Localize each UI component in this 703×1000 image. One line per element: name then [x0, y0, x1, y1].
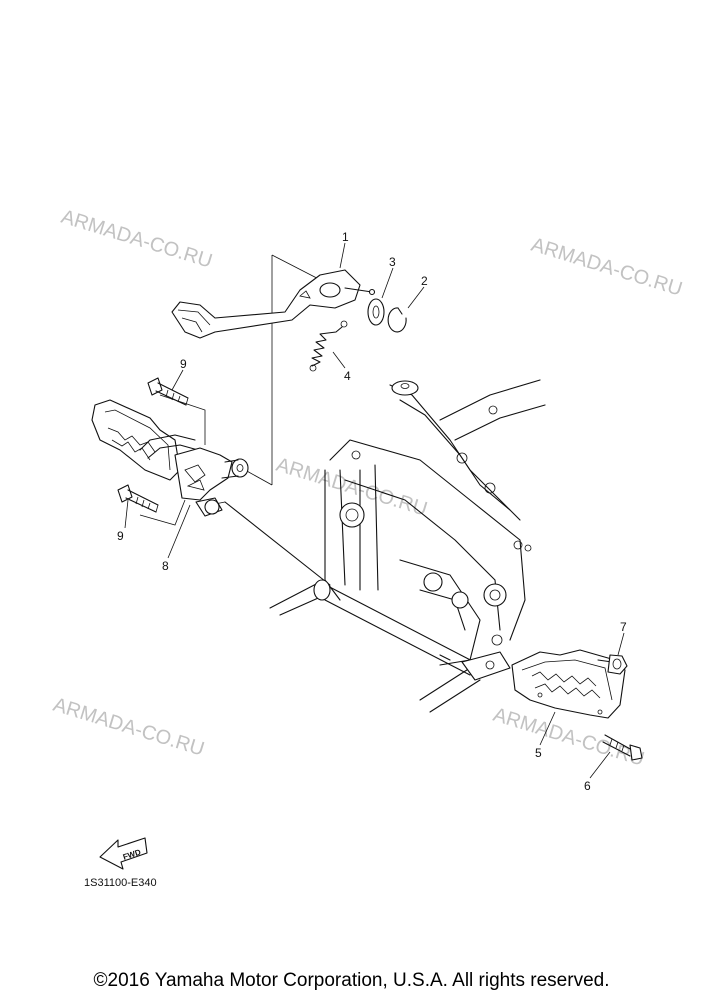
watermark-bottom-left: ARMADA-CO.RU	[51, 694, 207, 761]
brake-pedal	[171, 269, 376, 339]
fwd-arrow-icon: FWD	[99, 837, 148, 870]
bolt-lower-left	[117, 484, 159, 513]
part-label-1: 1	[342, 230, 349, 244]
bolt-upper-left	[147, 377, 189, 406]
part-label-2: 2	[421, 274, 428, 288]
part-label-6: 6	[584, 779, 591, 793]
copyright-notice: ©2016 Yamaha Motor Corporation, U.S.A. A…	[93, 970, 610, 991]
watermark-top-left: ARMADA-CO.RU	[59, 206, 215, 273]
part-label-9-lower: 9	[117, 529, 124, 543]
frame-drawing	[224, 379, 546, 713]
part-label-4: 4	[344, 369, 351, 383]
nut	[597, 654, 628, 675]
circlip	[387, 307, 407, 333]
part-label-8: 8	[162, 559, 169, 573]
part-number-labels: 1 2 3 4 5 6 7 8 9 9	[117, 230, 627, 793]
left-footrest-assembly	[91, 399, 249, 517]
drawing-code: 1S31100-E340	[84, 877, 157, 889]
reference-lines	[139, 254, 341, 526]
bolt-right	[602, 734, 643, 761]
right-footrest	[511, 649, 626, 719]
leader-lines	[124, 242, 625, 779]
watermark-bottom-right: ARMADA-CO.RU	[491, 704, 647, 771]
watermark-top-right: ARMADA-CO.RU	[529, 234, 685, 301]
part-label-7: 7	[620, 620, 627, 634]
return-spring	[309, 320, 348, 372]
part-label-9-upper: 9	[180, 357, 187, 371]
part-label-5: 5	[535, 746, 542, 760]
part-label-3: 3	[389, 255, 396, 269]
washer	[367, 298, 385, 326]
